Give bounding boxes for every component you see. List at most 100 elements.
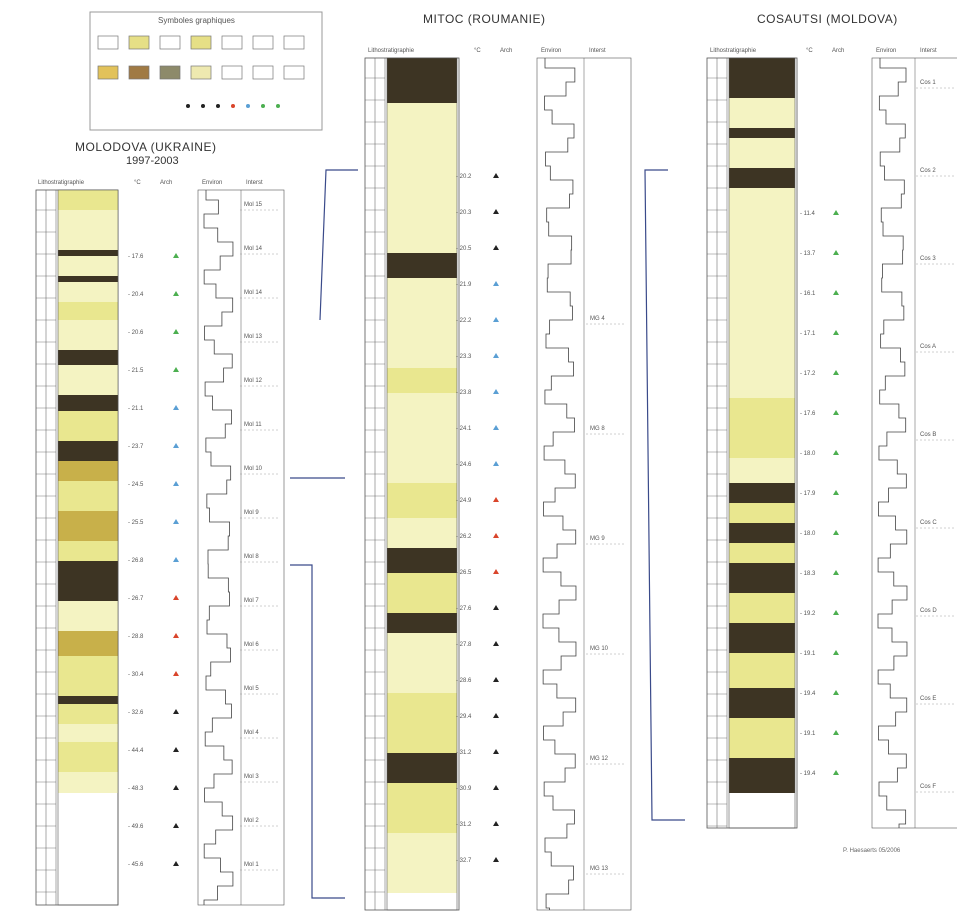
- interst-label-cosautsi: Cos D: [920, 608, 937, 614]
- arch-marker-cosautsi: [833, 690, 839, 695]
- date-label-cosautsi: - 11.4: [800, 211, 816, 217]
- date-label-mitoc: - 26.5: [456, 570, 472, 576]
- cosautsi-litho-layer: [729, 98, 795, 128]
- cosautsi-litho-layer: [729, 688, 795, 718]
- date-label-cosautsi: - 19.4: [800, 691, 816, 697]
- mitoc-litho-layer: [387, 833, 457, 893]
- date-label-mitoc: - 24.9: [456, 498, 472, 504]
- molodova-litho-layer: [58, 250, 118, 256]
- arch-marker-mitoc: [493, 461, 499, 466]
- credit-text: P. Haesaerts 05/2006: [843, 848, 901, 854]
- header-temp-molodova: °C: [134, 180, 141, 186]
- legend-symbol: [216, 104, 220, 108]
- arch-marker-molodova: [173, 747, 179, 752]
- interst-label-mitoc: MG 9: [590, 536, 605, 542]
- mitoc-litho-layer: [387, 223, 457, 253]
- link-arrow-molodova-mitoc-top: [319, 169, 358, 321]
- interst-label-mitoc: MG 13: [590, 866, 609, 872]
- header-litho-mitoc: Lithostratigraphie: [368, 48, 415, 54]
- arch-marker-cosautsi: [833, 210, 839, 215]
- interst-label-molodova: Mol 13: [244, 334, 263, 340]
- molodova-litho-layer: [58, 601, 118, 631]
- cosautsi-litho-layer: [729, 138, 795, 168]
- date-label-mitoc: - 24.1: [456, 426, 472, 432]
- interst-label-molodova: Mol 8: [244, 554, 259, 560]
- date-label-mitoc: - 32.7: [456, 858, 472, 864]
- header-temp-mitoc: °C: [474, 48, 481, 54]
- mitoc-litho-layer: [387, 393, 457, 483]
- mitoc-environ-curve: [542, 58, 577, 910]
- interst-label-molodova: Mol 14: [244, 246, 263, 252]
- mitoc-litho-layer: [387, 518, 457, 548]
- link-arrow-mitoc-cosautsi: [644, 169, 685, 821]
- legend-symbol: [186, 104, 190, 108]
- date-label-cosautsi: - 18.3: [800, 571, 816, 577]
- arch-marker-cosautsi: [833, 450, 839, 455]
- cosautsi-litho-layer: [729, 228, 795, 308]
- date-label-molodova: - 24.5: [128, 482, 144, 488]
- arch-marker-molodova: [173, 633, 179, 638]
- date-label-mitoc: - 21.9: [456, 282, 472, 288]
- interst-label-cosautsi: Cos 3: [920, 256, 936, 262]
- mitoc-litho-layer: [387, 338, 457, 368]
- arch-marker-cosautsi: [833, 610, 839, 615]
- arch-marker-cosautsi: [833, 770, 839, 775]
- molodova-litho-layer: [58, 256, 118, 276]
- interst-label-molodova: Mol 4: [244, 730, 259, 736]
- arch-marker-molodova: [173, 595, 179, 600]
- header-interst-molodova: Interst: [246, 180, 263, 186]
- mitoc-litho-layer: [387, 253, 457, 278]
- date-label-molodova: - 23.7: [128, 444, 144, 450]
- arch-marker-cosautsi: [833, 530, 839, 535]
- interst-label-molodova: Mol 14: [244, 290, 263, 296]
- interst-label-molodova: Mol 5: [244, 686, 259, 692]
- mitoc-litho-layer: [387, 783, 457, 833]
- molodova-litho-layer: [58, 395, 118, 411]
- date-label-molodova: - 28.8: [128, 634, 144, 640]
- legend-symbol: [231, 104, 235, 108]
- mitoc-litho-layer: [387, 278, 457, 338]
- arch-marker-molodova: [173, 291, 179, 296]
- mitoc-litho-layer: [387, 693, 457, 718]
- molodova-litho-layer: [58, 441, 118, 461]
- date-label-cosautsi: - 13.7: [800, 251, 816, 257]
- arch-marker-mitoc: [493, 821, 499, 826]
- mitoc-litho-layer: [387, 183, 457, 223]
- arch-marker-mitoc: [493, 785, 499, 790]
- cosautsi-litho-layer: [729, 458, 795, 483]
- date-label-cosautsi: - 17.2: [800, 371, 816, 377]
- date-label-mitoc: - 20.5: [456, 246, 472, 252]
- date-label-molodova: - 21.1: [128, 406, 144, 412]
- molodova-litho-frame: [57, 189, 119, 906]
- header-arch-molodova: Arch: [160, 180, 172, 186]
- arch-marker-molodova: [173, 861, 179, 866]
- cosautsi-litho-layer: [729, 128, 795, 138]
- date-label-cosautsi: - 17.9: [800, 491, 816, 497]
- interst-label-molodova: Mol 12: [244, 378, 263, 384]
- mitoc-litho-layer: [387, 58, 457, 103]
- legend-symbol: [276, 104, 280, 108]
- mitoc-litho-layer: [387, 483, 457, 518]
- molodova-litho-layer: [58, 511, 118, 541]
- mitoc-litho-layer: [387, 613, 457, 633]
- arch-marker-mitoc: [493, 389, 499, 394]
- date-label-mitoc: - 20.3: [456, 210, 472, 216]
- legend-symbol: [201, 104, 205, 108]
- cosautsi-environ-curve: [877, 58, 908, 828]
- date-label-mitoc: - 26.2: [456, 534, 472, 540]
- arch-marker-molodova: [173, 443, 179, 448]
- cosautsi-litho-layer: [729, 483, 795, 503]
- arch-marker-mitoc: [493, 605, 499, 610]
- mitoc-litho-layer: [387, 633, 457, 693]
- header-interst-cosautsi: Interst: [920, 48, 937, 54]
- interst-label-mitoc: MG 10: [590, 646, 609, 652]
- cosautsi-litho-layer: [729, 758, 795, 793]
- molodova-litho-layer: [58, 561, 118, 601]
- date-label-mitoc: - 22.2: [456, 318, 472, 324]
- interst-label-molodova: Mol 9: [244, 510, 259, 516]
- header-litho-cosautsi: Lithostratigraphie: [710, 48, 757, 54]
- date-label-cosautsi: - 19.2: [800, 611, 816, 617]
- date-label-cosautsi: - 17.1: [800, 331, 816, 337]
- interst-label-cosautsi: Cos C: [920, 520, 937, 526]
